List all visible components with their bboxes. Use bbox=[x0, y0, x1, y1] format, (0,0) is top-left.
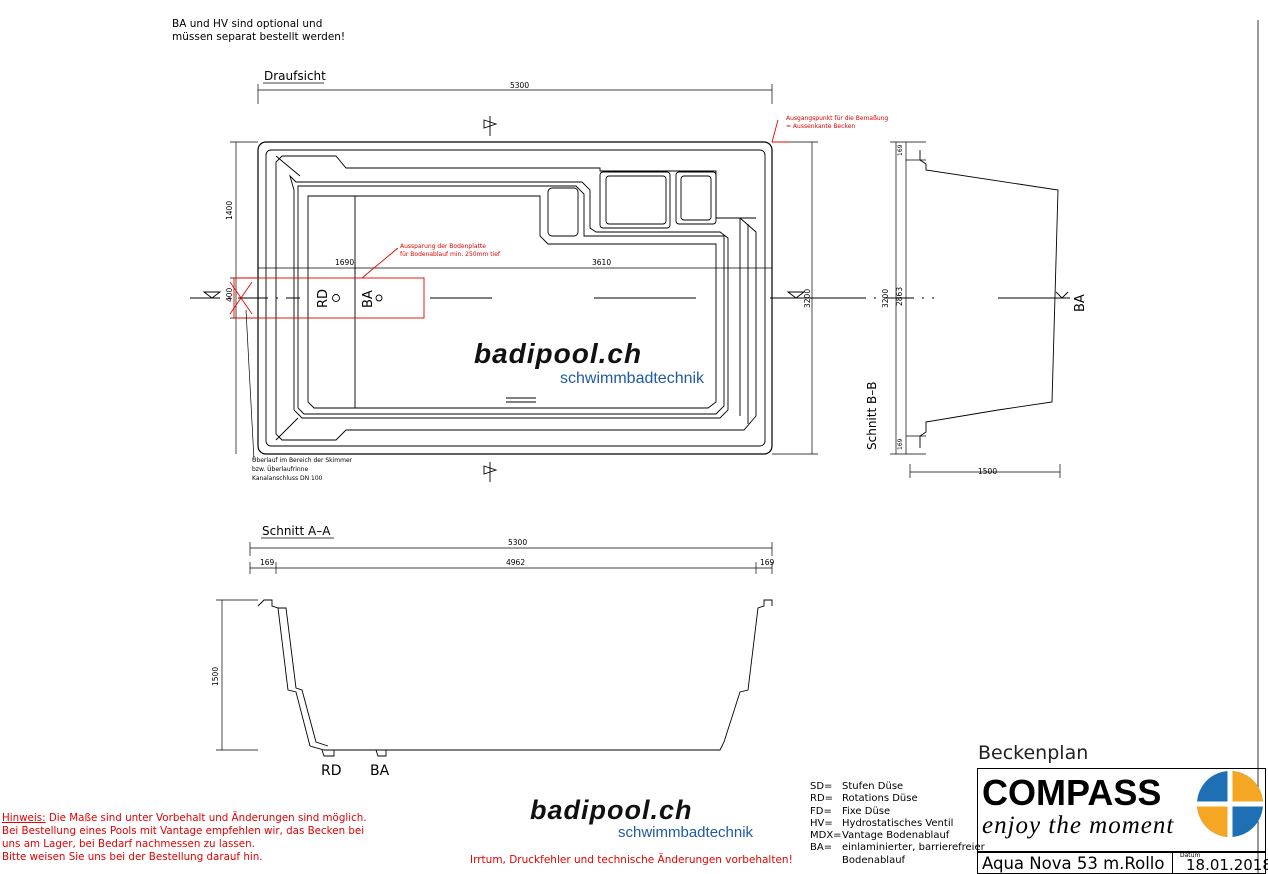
legend-row: SD= Stufen Düse bbox=[810, 781, 985, 793]
legend-row: Bodenablauf bbox=[810, 855, 985, 867]
overflow-note-line1: Überlauf im Bereich der Skimmer bbox=[252, 457, 353, 464]
dim-1500-aa: 1500 bbox=[211, 667, 220, 686]
dim-400: 400 bbox=[225, 287, 234, 302]
brand-logo-plan: badipool.ch bbox=[474, 338, 642, 370]
legend-key: SD= bbox=[810, 781, 833, 792]
plan-view bbox=[190, 84, 836, 482]
top-note-line1: BA und HV sind optional und bbox=[172, 18, 323, 30]
hinweis-label: Hinweis: bbox=[2, 812, 46, 824]
brand-subline-plan: schwimmbadtechnik bbox=[560, 370, 705, 387]
legend-value: Stufen Düse bbox=[842, 781, 904, 792]
legend-key: FD= bbox=[810, 805, 832, 817]
dim-3200-plan: 3200 bbox=[803, 289, 812, 308]
disclaimer: Irrtum, Druckfehler und technische Änder… bbox=[470, 854, 793, 866]
legend-value: Bodenablauf bbox=[842, 854, 906, 866]
titleblock-heading: Beckenplan bbox=[978, 742, 1089, 764]
brand-wordmark-footer: badipool.ch bbox=[530, 795, 693, 825]
overflow-note-line2: bzw. Überlaufrinne bbox=[252, 466, 308, 473]
hinweis-line4: Bitte weisen Sie uns bei der Bestellung … bbox=[2, 851, 263, 863]
titleblock-brand-box bbox=[977, 768, 1266, 852]
dimension-labels: 5300 1690 3610 1400 400 3200 3200 2863 1… bbox=[211, 81, 997, 686]
aa-rd-label: RD bbox=[321, 763, 342, 779]
dim-5300-plan: 5300 bbox=[510, 81, 529, 90]
compass-logo-mark bbox=[1197, 771, 1263, 837]
recess-note-line2: für Bodenablauf min. 250mm tief bbox=[400, 251, 501, 258]
outline-note-line1: Ausgangspunkt für die Bemaßung bbox=[786, 115, 888, 122]
symbol-labels: RD BA BA RD BA Schnitt B–B Draufsicht Sc… bbox=[262, 69, 1088, 779]
dim-169-bb-bottom: 169 bbox=[897, 438, 904, 450]
hinweis-note: Hinweis: Die Maße sind unter Vorbehalt u… bbox=[2, 812, 367, 864]
dim-169-aa-left: 169 bbox=[260, 558, 275, 567]
compass-tagline: enjoy the moment bbox=[982, 812, 1175, 839]
overflow-note-line3: Kanalanschluss DN 100 bbox=[252, 475, 323, 482]
red-notes: Ausgangspunkt für die Bemaßung = Aussenk… bbox=[400, 115, 888, 258]
aa-ba-label: BA bbox=[370, 763, 390, 779]
brand-subline-footer: schwimmbadtechnik bbox=[618, 824, 754, 841]
legend-key: RD= bbox=[810, 793, 834, 805]
dim-1690: 1690 bbox=[335, 258, 354, 267]
brand-wordmark-plan: badipool.ch bbox=[474, 338, 643, 369]
top-note-line2: müssen separat bestellt werden! bbox=[172, 31, 346, 43]
legend-row: MDX=Vantage Bodenablauf bbox=[810, 830, 985, 842]
dim-2863-bb: 2863 bbox=[895, 287, 904, 306]
legend-key bbox=[810, 855, 842, 867]
section-aa-title: Schnitt A–A bbox=[262, 524, 331, 538]
legend-row: FD= Fixe Düse bbox=[810, 806, 985, 818]
section-bb-title: Schnitt B–B bbox=[865, 382, 879, 450]
dim-3200-bb: 3200 bbox=[881, 289, 890, 308]
legend-value: Fixe Düse bbox=[842, 805, 891, 817]
model-name: Aqua Nova 53 m.Rollo bbox=[982, 854, 1165, 873]
legend-value: einlaminierter, barrierefreier bbox=[842, 842, 985, 854]
outline-note-line2: = Aussenkante Becken bbox=[786, 123, 855, 130]
legend-row: RD= Rotations Düse bbox=[810, 793, 985, 805]
dim-1400: 1400 bbox=[225, 201, 234, 220]
compass-brand: COMPASS bbox=[982, 772, 1162, 813]
titleblock-divider bbox=[1172, 852, 1173, 874]
rd-nozzle-symbol bbox=[332, 294, 340, 302]
legend-key: HV= bbox=[810, 817, 833, 829]
section-aa-view bbox=[216, 542, 773, 757]
recess-note-line1: Aussparung der Bodenplatte bbox=[400, 243, 486, 250]
hinweis-line3: uns am Lager, bei Bedarf nachmessen zu l… bbox=[2, 838, 255, 850]
legend-key: MDX= bbox=[810, 830, 842, 842]
legend-key: BA= bbox=[810, 842, 833, 854]
legend-row: HV= Hydrostatisches Ventil bbox=[810, 818, 985, 830]
plan-title: Draufsicht bbox=[264, 69, 326, 83]
drain-recess bbox=[229, 119, 790, 319]
legend-row: BA= einlaminierter, barrierefreier bbox=[810, 842, 985, 854]
section-bb-view bbox=[836, 141, 1070, 478]
dim-1500-bb: 1500 bbox=[978, 467, 997, 476]
overflow-leader-line bbox=[245, 309, 255, 461]
hinweis-line1: Die Maße sind unter Vorbehalt und Änderu… bbox=[45, 812, 367, 824]
legend-value: Rotations Düse bbox=[842, 793, 918, 805]
bb-ba-label: BA bbox=[1073, 294, 1088, 312]
datum-label: Datum bbox=[1180, 852, 1201, 859]
dim-5300-aa: 5300 bbox=[508, 538, 527, 547]
dim-3610: 3610 bbox=[592, 258, 611, 267]
overflow-notes: Überlauf im Bereich der Skimmer bzw. Übe… bbox=[252, 457, 353, 482]
ba-drain-symbol bbox=[375, 294, 383, 302]
legend-value: Hydrostatisches Ventil bbox=[842, 817, 954, 829]
dim-169-aa-right: 169 bbox=[760, 558, 775, 567]
plan-ba-label: BA bbox=[361, 290, 376, 308]
abbreviation-legend: SD= Stufen Düse RD= Rotations Düse FD= Fixe… bbox=[810, 781, 985, 867]
legend-value: Vantage Bodenablauf bbox=[842, 830, 950, 842]
plan-rd-label: RD bbox=[316, 289, 331, 308]
dim-4962-aa: 4962 bbox=[506, 558, 525, 567]
top-note: BA und HV sind optional und müssen separ… bbox=[172, 18, 345, 44]
hinweis-line2: Bei Bestellung eines Pools mit Vantage e… bbox=[2, 825, 365, 837]
drawing-date: 18.01.2018 bbox=[1186, 856, 1268, 874]
dim-169-bb-top: 169 bbox=[897, 144, 904, 156]
